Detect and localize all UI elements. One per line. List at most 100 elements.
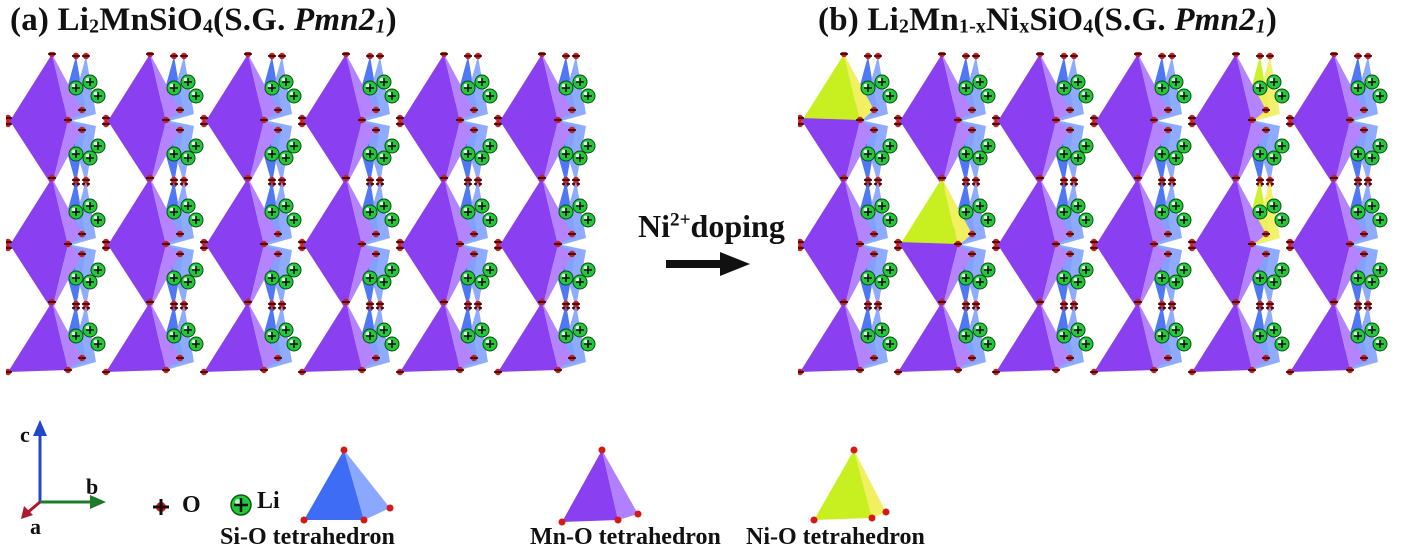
lithium-atom [972, 274, 988, 290]
lithium-atom [1372, 138, 1388, 154]
lithium-atom [264, 80, 280, 96]
lithium-atom [1364, 274, 1380, 290]
lithium-atom [980, 138, 996, 154]
mn-o-tetrahedron [996, 302, 1056, 372]
unit-cell [494, 114, 596, 190]
lithium-atom [482, 88, 498, 104]
lithium-atom [1176, 212, 1192, 228]
panel-b-formula-part: Mn [909, 2, 959, 38]
lithium-atom [180, 274, 196, 290]
panel-b-formula-part: (S.G. [1093, 2, 1175, 38]
lithium-atom [558, 80, 574, 96]
lithium-atom [980, 262, 996, 278]
panel-b-formula-part: 2 [898, 15, 910, 38]
unit-cell [396, 238, 498, 314]
lithium-atom [1168, 74, 1184, 90]
unit-cell [6, 114, 106, 190]
panel-a-formula-part: 1 [375, 15, 386, 38]
lithium-atom [572, 74, 588, 90]
mn-o-tetrahedron [498, 118, 558, 186]
lithium-atom [860, 80, 876, 96]
lithium-atom [376, 198, 392, 214]
lithium-atom [1274, 88, 1290, 104]
lithium-atom [972, 74, 988, 90]
lithium-atom [460, 270, 476, 286]
unit-cell [1090, 238, 1192, 314]
lithium-atom [180, 322, 196, 338]
unit-cell [1188, 174, 1290, 252]
lithium-atom [1274, 336, 1290, 352]
lithium-atom [188, 138, 204, 154]
mn-o-tetrahedron-icon [558, 446, 642, 526]
lithium-atom [558, 328, 574, 344]
unit-cell [1286, 238, 1388, 314]
lithium-atom [860, 328, 876, 344]
mn-o-tetrahedron [898, 242, 958, 310]
lithium-atom [460, 204, 476, 220]
lithium-atom [958, 328, 974, 344]
lithium-atom [1154, 328, 1170, 344]
ni-o-tetrahedron-icon [810, 446, 890, 524]
mn-o-tetrahedron [8, 54, 68, 124]
lithium-atom [882, 212, 898, 228]
lithium-atom [580, 336, 596, 352]
lithium-atom [460, 146, 476, 162]
lithium-atom [1056, 204, 1072, 220]
unit-cell [396, 114, 498, 190]
lithium-label: Li [257, 488, 280, 514]
panel-b-label: (b) [818, 2, 859, 38]
lithium-atom [580, 88, 596, 104]
panel-b-title: (b) Li2Mn1-xNixSiO4(S.G. Pmn21) [818, 2, 1277, 39]
mn-o-tetrahedron [106, 118, 166, 186]
panel-b-formula-part: Ni [985, 2, 1020, 38]
mn-o-tetrahedron [400, 54, 460, 124]
unit-cell [6, 52, 106, 128]
lithium-atom [278, 74, 294, 90]
mn-o-tetrahedron [302, 54, 362, 124]
panel-a-formula-part: (S.G. [213, 2, 294, 38]
lithium-atom [188, 88, 204, 104]
lithium-atom [278, 150, 294, 166]
mn-o-tetrahedron [498, 302, 558, 372]
unit-cell [494, 238, 596, 314]
mn-o-tetrahedron [204, 118, 264, 186]
lithium-atom [384, 88, 400, 104]
lithium-atom [384, 262, 400, 278]
mn-o-tetrahedron [498, 54, 558, 124]
mn-o-tetrahedron [1094, 242, 1154, 310]
lithium-atom [1266, 198, 1282, 214]
mn-o-tetrahedron [1094, 302, 1154, 372]
panel-b-formula-part: 4 [1083, 15, 1094, 38]
lithium-atom [980, 212, 996, 228]
lithium-atom [860, 204, 876, 220]
lithium-atom [188, 262, 204, 278]
mn-o-tetrahedron [1290, 118, 1350, 186]
lithium-atom [1372, 88, 1388, 104]
lithium-atom [874, 322, 890, 338]
unit-cell [494, 52, 596, 128]
unit-cell [894, 238, 996, 314]
unit-cell [894, 52, 996, 128]
unit-cell [200, 238, 302, 314]
mn-o-tetrahedron [996, 118, 1056, 186]
oxygen-label: O [182, 492, 201, 518]
mn-o-tetrahedron [800, 302, 860, 372]
lithium-atom [474, 274, 490, 290]
mn-o-tetrahedron [8, 242, 68, 310]
lithium-atom [362, 270, 378, 286]
lithium-atom [1176, 138, 1192, 154]
mn-o-tetrahedron [400, 242, 460, 310]
lithium-atom [882, 336, 898, 352]
lithium-atom [166, 204, 182, 220]
axis-c-label: c [20, 422, 30, 447]
lithium-atom [1372, 262, 1388, 278]
mn-o-tetrahedron [498, 178, 558, 248]
unit-cell [992, 238, 1094, 314]
lithium-atom [180, 198, 196, 214]
mn-o-tetrahedron [898, 54, 958, 124]
lithium-atom [1154, 146, 1170, 162]
lithium-atom [362, 204, 378, 220]
unit-cell [6, 298, 106, 376]
lithium-atom [572, 198, 588, 214]
lithium-atom [1350, 80, 1366, 96]
